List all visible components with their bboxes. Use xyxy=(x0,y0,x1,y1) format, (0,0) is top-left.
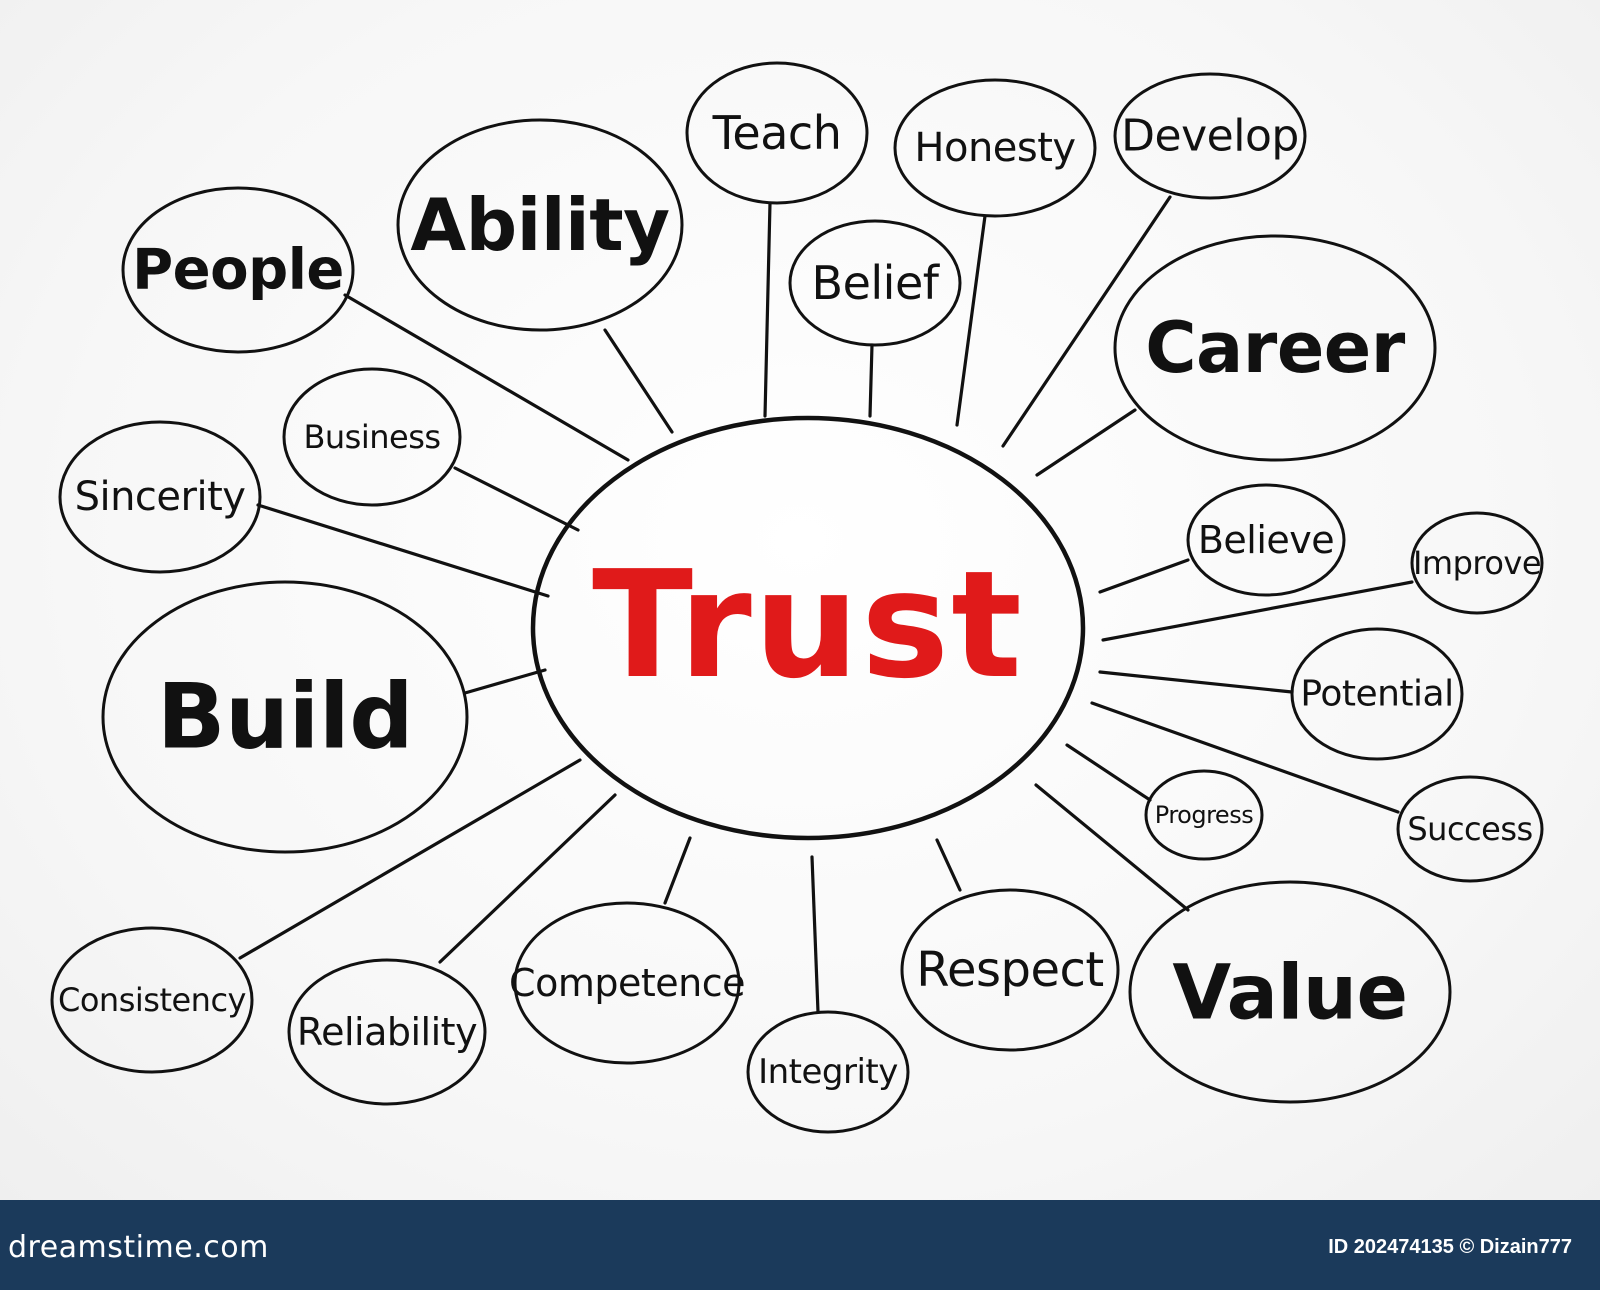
node-bubble-integrity xyxy=(746,1010,910,1134)
connector-respect xyxy=(935,838,962,892)
node-bubble-consistency xyxy=(50,926,254,1074)
node-bubble-competence xyxy=(513,901,741,1065)
node-label-belief: Belief xyxy=(812,256,941,310)
node-bubble-sincerity xyxy=(58,420,262,574)
node-label-potential: Potential xyxy=(1300,674,1453,715)
node-bubble-progress xyxy=(1144,769,1264,861)
connector-consistency xyxy=(238,758,582,960)
node-bubbles: People Ability Teach Honesty DevelopBeliefCa… xyxy=(50,61,1544,1134)
node-label-honesty: Honesty xyxy=(914,125,1075,171)
node-believe: Believe xyxy=(1186,483,1346,597)
connector-improve xyxy=(1101,580,1414,642)
node-label-build: Build xyxy=(157,665,413,770)
connector-teach xyxy=(763,201,772,418)
node-label-believe: Believe xyxy=(1198,518,1334,562)
connector-success xyxy=(1090,701,1400,814)
node-integrity: Integrity xyxy=(746,1010,910,1134)
node-reliability: Reliability xyxy=(287,958,487,1106)
node-progress: Progress xyxy=(1144,769,1264,861)
node-label-competence: Competence xyxy=(509,961,745,1005)
node-label-consistency: Consistency xyxy=(58,981,246,1019)
node-bubble-belief xyxy=(788,219,962,347)
node-label-business: Business xyxy=(303,418,440,456)
connector-integrity xyxy=(810,855,820,1014)
footer-logo: dreamstime.com xyxy=(8,1230,269,1265)
node-bubble-career xyxy=(1113,234,1437,462)
node-ability: Ability xyxy=(396,118,684,332)
node-teach: Teach xyxy=(685,61,869,205)
node-improve: Improve xyxy=(1410,511,1544,615)
node-bubble-potential xyxy=(1290,627,1464,761)
node-label-integrity: Integrity xyxy=(758,1052,898,1092)
node-bubble-build xyxy=(101,580,469,854)
node-label-sincerity: Sincerity xyxy=(75,474,246,520)
connector-develop xyxy=(1001,195,1172,448)
center-bubble xyxy=(530,415,1086,841)
center-node: Trust xyxy=(530,415,1086,841)
node-label-teach: Teach xyxy=(712,106,842,160)
connector-value xyxy=(1034,783,1190,912)
footer-bar: dreamstime.com ID 202474135 © Dizain777 xyxy=(0,1200,1600,1290)
node-sincerity: Sincerity xyxy=(58,420,262,574)
connector-believe xyxy=(1098,558,1190,594)
node-label-ability: Ability xyxy=(410,183,669,267)
connector-potential xyxy=(1098,670,1294,694)
connector-people xyxy=(343,293,630,462)
mind-map-diagram: People Ability Teach Honesty DevelopBeliefCa… xyxy=(50,61,1544,1134)
footer-image-id: ID 202474135 © Dizain777 xyxy=(1328,1236,1572,1258)
connector-reliability xyxy=(438,793,617,964)
node-bubble-success xyxy=(1396,775,1544,883)
connector-belief xyxy=(868,343,874,418)
node-label-career: Career xyxy=(1145,307,1406,389)
node-label-value: Value xyxy=(1172,948,1407,1037)
node-potential: Potential xyxy=(1290,627,1464,761)
node-value: Value xyxy=(1128,880,1452,1104)
connector-build xyxy=(463,668,547,695)
center-label: Trust xyxy=(592,539,1024,711)
connector-progress xyxy=(1065,743,1152,802)
node-bubble-improve xyxy=(1410,511,1544,615)
node-honesty: Honesty xyxy=(893,78,1097,218)
node-bubble-honesty xyxy=(893,78,1097,218)
connector-lines xyxy=(238,195,1414,1014)
node-business: Business xyxy=(282,367,462,507)
node-label-reliability: Reliability xyxy=(297,1010,477,1054)
connector-career xyxy=(1035,408,1137,477)
node-competence: Competence xyxy=(509,901,745,1065)
connector-competence xyxy=(663,836,692,905)
node-consistency: Consistency xyxy=(50,926,254,1074)
node-career: Career xyxy=(1113,234,1437,462)
node-bubble-business xyxy=(282,367,462,507)
node-belief: Belief xyxy=(788,219,962,347)
node-success: Success xyxy=(1396,775,1544,883)
node-respect: Respect xyxy=(900,888,1120,1052)
node-label-respect: Respect xyxy=(916,942,1103,998)
node-bubble-people xyxy=(121,186,355,354)
node-bubble-ability xyxy=(396,118,684,332)
node-bubble-respect xyxy=(900,888,1120,1052)
node-people: People xyxy=(121,186,355,354)
node-bubble-teach xyxy=(685,61,869,205)
node-bubble-value xyxy=(1128,880,1452,1104)
connector-honesty xyxy=(955,214,987,427)
node-build: Build xyxy=(101,580,469,854)
node-develop: Develop xyxy=(1113,72,1307,200)
node-bubble-develop xyxy=(1113,72,1307,200)
connector-ability xyxy=(603,328,674,434)
connector-business xyxy=(453,466,580,532)
node-label-develop: Develop xyxy=(1121,111,1299,162)
node-bubble-reliability xyxy=(287,958,487,1106)
node-label-improve: Improve xyxy=(1413,544,1541,582)
node-label-people: People xyxy=(132,238,344,303)
node-label-progress: Progress xyxy=(1155,801,1253,829)
connector-sincerity xyxy=(256,503,550,598)
node-label-success: Success xyxy=(1407,810,1532,848)
node-bubble-believe xyxy=(1186,483,1346,597)
